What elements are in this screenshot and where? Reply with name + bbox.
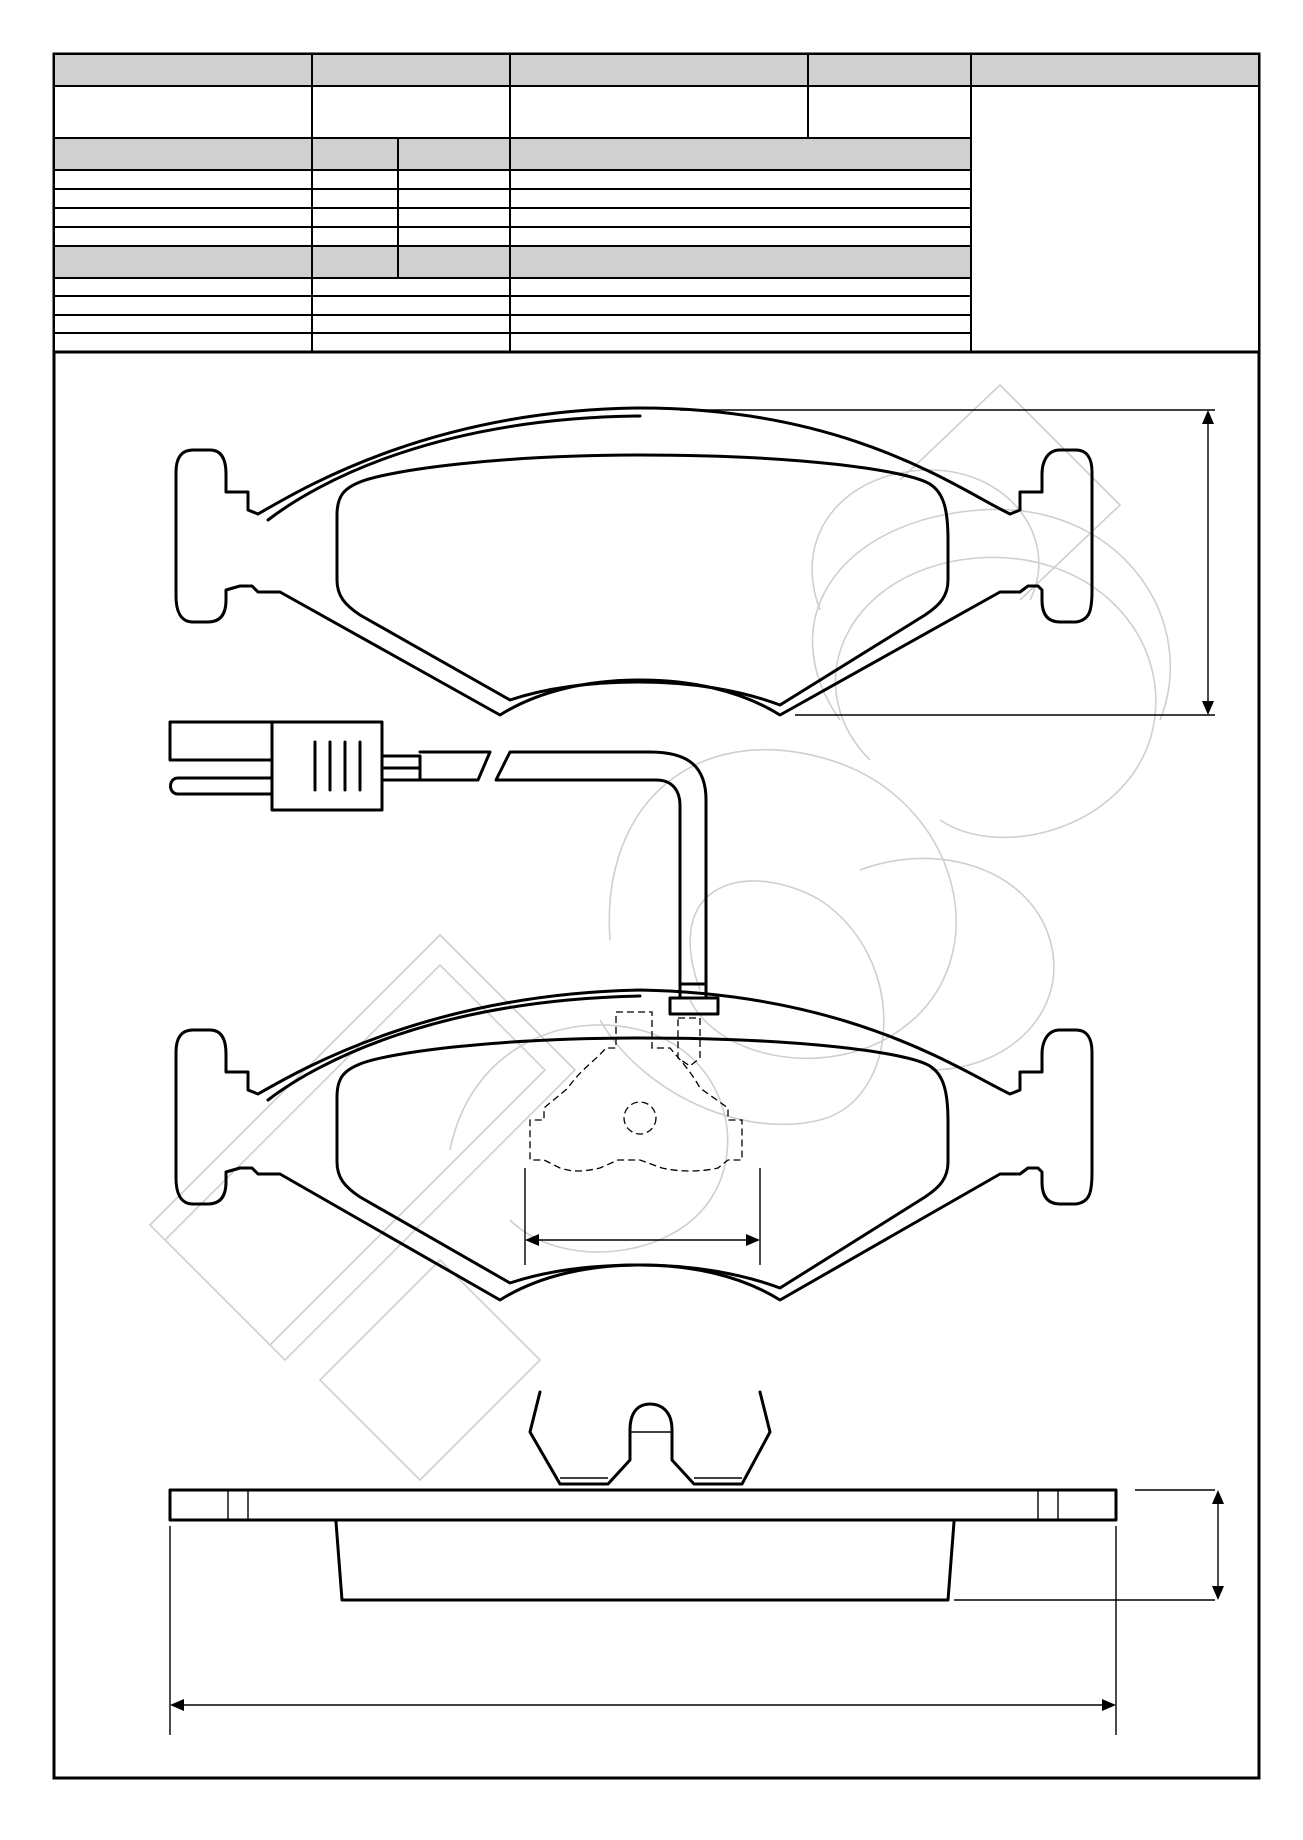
group-a-header-1 <box>53 137 313 171</box>
group-a-header-3 <box>397 137 511 171</box>
value-cell-4 <box>807 85 972 139</box>
connector-body <box>270 720 384 812</box>
pad-front-view <box>174 406 1215 717</box>
header-cell-3 <box>509 53 809 87</box>
group-a-rows <box>53 169 972 247</box>
header-cell-1 <box>53 53 313 87</box>
pad-side-view <box>168 1390 1224 1735</box>
backing-plate-inner-edge <box>266 414 642 522</box>
header-cell-5 <box>970 53 1260 87</box>
watermark-logo <box>148 383 1171 1482</box>
title-block-table <box>53 53 1260 354</box>
wear-sensor-cable <box>168 720 720 1016</box>
side-backing-plate <box>168 1488 1118 1522</box>
image-cell <box>970 85 1260 353</box>
header-cell-4 <box>807 53 972 87</box>
cable-sheath-right <box>494 750 708 986</box>
cable-sheath-left <box>418 750 492 782</box>
group-a-header-4 <box>509 137 972 171</box>
group-a-header-2 <box>311 137 399 171</box>
value-cell-1 <box>53 85 313 139</box>
value-cell-2 <box>311 85 511 139</box>
group-b-header-2 <box>311 245 399 279</box>
pad-with-wear-sensor-view <box>174 988 1094 1302</box>
group-b-rows <box>53 277 972 353</box>
sensor-clip <box>668 996 720 1016</box>
hidden-abutment-outline <box>529 1011 743 1172</box>
hidden-hole <box>623 1101 657 1135</box>
retaining-spring <box>528 1390 772 1486</box>
group-b-header-1 <box>53 245 313 279</box>
header-cell-2 <box>311 53 511 87</box>
group-b-header-4 <box>509 245 972 279</box>
sensor-pad-backing-plate <box>174 988 1094 1302</box>
backing-plate-outline <box>174 406 1094 717</box>
side-friction-material <box>334 1520 956 1602</box>
connector-pin-lower <box>169 776 274 796</box>
connector-pin-upper <box>168 720 274 762</box>
sensor-pad-friction-material <box>335 1036 950 1290</box>
value-cell-3 <box>509 85 809 139</box>
friction-material-outline <box>335 453 950 707</box>
group-b-header-3 <box>397 245 511 279</box>
